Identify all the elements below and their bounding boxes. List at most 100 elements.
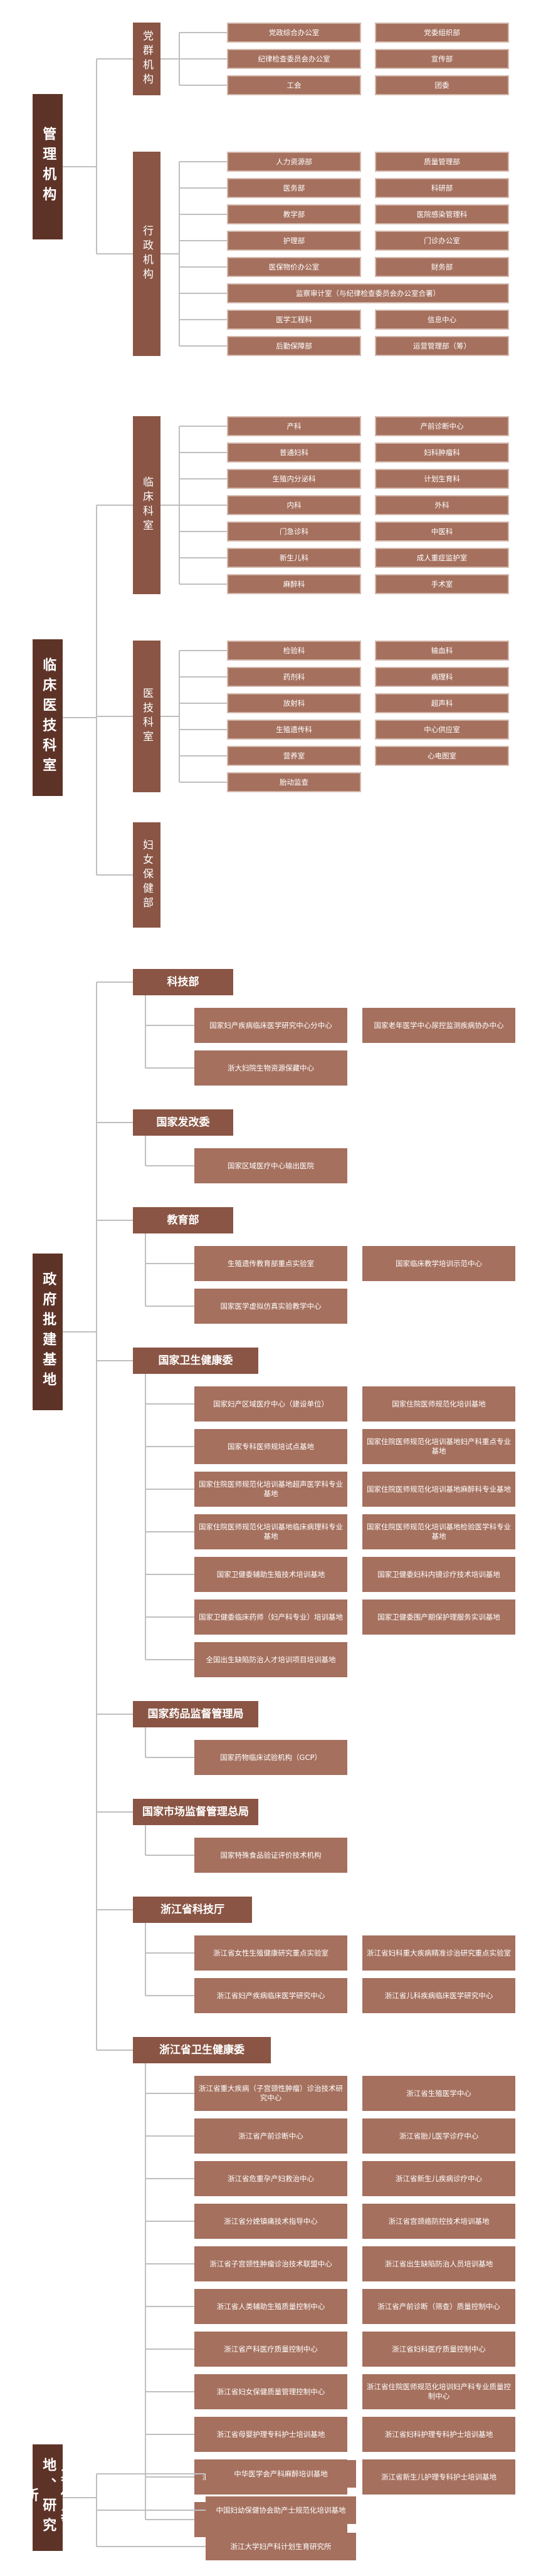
node-box[interactable]: 医院感染管理科	[375, 204, 509, 224]
gov-base-box[interactable]: 浙江省儿科疾病临床医学研究中心	[362, 1978, 515, 2013]
node-box[interactable]: 生殖遗传科	[227, 720, 361, 740]
node-box[interactable]: 产科	[227, 416, 361, 436]
gov-base-box[interactable]: 浙江省新生儿护理专科护士培训基地	[362, 2459, 515, 2495]
node-box[interactable]: 团委	[375, 75, 509, 95]
other-base-box[interactable]: 中华医学会产科麻醉培训基地	[206, 2460, 356, 2488]
node-box[interactable]: 门急诊科	[227, 521, 361, 542]
gov-base-box[interactable]: 全国出生缺陷防治人才培训项目培训基地	[194, 1642, 347, 1677]
gov-base-box[interactable]: 国家住院医师规范化培训基地超声医学科专业基地	[194, 1472, 347, 1507]
gov-base-box[interactable]: 国家住院医师规范化培训基地麻醉科专业基地	[362, 1472, 515, 1507]
node-box[interactable]: 输血科	[375, 641, 509, 661]
gov-base-box[interactable]: 国家临床教学培训示范中心	[362, 1246, 515, 1281]
gov-base-box[interactable]: 浙江省妇科医疗质量控制中心	[362, 2332, 515, 2367]
node-box[interactable]: 新生儿科	[227, 548, 361, 568]
node-box[interactable]: 超声科	[375, 693, 509, 713]
node-box[interactable]: 门诊办公室	[375, 231, 509, 251]
gov-base-box[interactable]: 浙江省产前诊断（筛查）质量控制中心	[362, 2289, 515, 2324]
node-box[interactable]: 手术室	[375, 574, 509, 594]
node-box[interactable]: 后勤保障部	[227, 336, 361, 356]
gov-base-box[interactable]: 浙江省重大疾病（子宫颈性肿瘤）诊治技术研究中心	[194, 2076, 347, 2111]
gov-base-box[interactable]: 浙江省女性生殖健康研究重点实验室	[194, 1935, 347, 1971]
gov-base-box[interactable]: 浙大妇院生物资源保藏中心	[194, 1050, 347, 1086]
node-box[interactable]: 药剂科	[227, 667, 361, 687]
gov-base-box[interactable]: 浙江省住院医师规范化培训妇产科专业质量控制中心	[362, 2374, 515, 2409]
node-box[interactable]: 教学部	[227, 204, 361, 224]
node-box[interactable]: 检验科	[227, 641, 361, 661]
node-box[interactable]: 护理部	[227, 231, 361, 251]
gov-base-box[interactable]: 生殖遗传教育部重点实验室	[194, 1246, 347, 1281]
node-box[interactable]: 工会	[227, 75, 361, 95]
node-box[interactable]: 营养室	[227, 746, 361, 766]
gov-base-box[interactable]: 国家住院医师规范化培训基地检验医学科专业基地	[362, 1514, 515, 1549]
other-base-box[interactable]: 浙江大学妇产科计划生育研究所	[206, 2533, 356, 2560]
gov-base-box[interactable]: 国家住院医师规范化培训基地	[362, 1386, 515, 1422]
node-box[interactable]: 产前诊断中心	[375, 416, 509, 436]
node-box[interactable]: 内科	[227, 495, 361, 515]
node-box[interactable]: 监察审计室（与纪律检查委员会办公室合署）	[227, 283, 509, 303]
other-base-box[interactable]: 中国妇幼保健协会助产士规范化培训基地	[206, 2496, 356, 2524]
gov-base-box[interactable]: 浙江省妇科重大疾病精准诊治研究重点实验室	[362, 1935, 515, 1971]
gov-base-box[interactable]: 浙江省分娩镇痛技术指导中心	[194, 2204, 347, 2239]
connector-line	[179, 478, 227, 479]
node-box[interactable]: 计划生育科	[375, 469, 509, 489]
node-box[interactable]: 质量管理部	[375, 152, 509, 172]
gov-base-box[interactable]: 浙江省妇产疾病临床医学研究中心	[194, 1978, 347, 2013]
node-box[interactable]: 中医科	[375, 521, 509, 542]
gov-base-box[interactable]: 国家老年医学中心尿控监测疾病协办中心	[362, 1008, 515, 1043]
gov-base-box[interactable]: 国家卫健委妇科内镜诊疗技术培训基地	[362, 1557, 515, 1592]
gov-base-box[interactable]: 浙江省子宫颈性肿瘤诊治技术联盟中心	[194, 2246, 347, 2281]
gov-base-box[interactable]: 浙江省新生儿疾病诊疗中心	[362, 2161, 515, 2196]
gov-base-box[interactable]: 浙江省产前诊断中心	[194, 2118, 347, 2154]
node-box[interactable]: 成人重症监护室	[375, 548, 509, 568]
node-box[interactable]: 妇科肿瘤科	[375, 442, 509, 463]
gov-base-box[interactable]: 浙江省母婴护理专科护士培训基地	[194, 2417, 347, 2452]
connector-line	[145, 1531, 194, 1532]
node-box[interactable]: 生殖内分泌科	[227, 469, 361, 489]
node-box[interactable]: 麻醉科	[227, 574, 361, 594]
gov-base-box[interactable]: 浙江省生殖医学中心	[362, 2076, 515, 2111]
node-box[interactable]: 纪律检查委员会办公室	[227, 49, 361, 69]
gov-base-box[interactable]: 浙江省危重孕产妇救治中心	[194, 2161, 347, 2196]
party-category: 党群机构	[133, 23, 160, 95]
gov-base-box[interactable]: 国家专科医师规培试点基地	[194, 1429, 347, 1464]
node-box[interactable]: 党委组织部	[375, 23, 509, 43]
node-box[interactable]: 中心供应室	[375, 720, 509, 740]
gov-base-box[interactable]: 国家药物临床试验机构（GCP）	[194, 1740, 347, 1775]
node-box[interactable]: 宣传部	[375, 49, 509, 69]
node-box[interactable]: 人力资源部	[227, 152, 361, 172]
node-box[interactable]: 财务部	[375, 257, 509, 277]
gov-base-box[interactable]: 国家住院医师规范化培训基地妇产科重点专业基地	[362, 1429, 515, 1464]
gov-base-box[interactable]: 浙江省产科医疗质量控制中心	[194, 2332, 347, 2367]
gov-base-box[interactable]: 浙江省人类辅助生殖质量控制中心	[194, 2289, 347, 2324]
node-box[interactable]: 外科	[375, 495, 509, 515]
node-box[interactable]: 信息中心	[375, 310, 509, 330]
node-box[interactable]: 医务部	[227, 178, 361, 198]
gov-base-box[interactable]: 浙江省宫颈癌防控技术培训基地	[362, 2204, 515, 2239]
connector-line	[96, 59, 97, 254]
node-box[interactable]: 医学工程科	[227, 310, 361, 330]
gov-base-box[interactable]: 国家住院医师规范化培训基地临床病理科专业基地	[194, 1514, 347, 1549]
node-box[interactable]: 医保物价办公室	[227, 257, 361, 277]
gov-base-box[interactable]: 国家妇产区域医疗中心（建设单位）	[194, 1386, 347, 1422]
gov-base-box[interactable]: 浙江省胎儿医学诊疗中心	[362, 2118, 515, 2154]
gov-base-box[interactable]: 浙江省妇女保健质量管理控制中心	[194, 2374, 347, 2409]
gov-base-box[interactable]: 浙江省出生缺陷防治人员培训基地	[362, 2246, 515, 2281]
node-box[interactable]: 放射科	[227, 693, 361, 713]
node-box[interactable]: 普通妇科	[227, 442, 361, 463]
node-box[interactable]: 心电图室	[375, 746, 509, 766]
gov-base-box[interactable]: 国家特殊食品验证评价技术机构	[194, 1838, 347, 1873]
gov-base-box[interactable]: 国家医学虚拟仿真实验教学中心	[194, 1289, 347, 1324]
connector-line	[97, 2473, 206, 2474]
node-box[interactable]: 病理科	[375, 667, 509, 687]
gov-base-box[interactable]: 国家卫健委临床药师（妇产科专业）培训基地	[194, 1600, 347, 1635]
gov-base-box[interactable]: 国家妇产疾病临床医学研究中心分中心	[194, 1008, 347, 1043]
gov-base-box[interactable]: 国家卫健委围产期保护理服务实训基地	[362, 1600, 515, 1635]
node-box[interactable]: 运营管理部（筹）	[375, 336, 509, 356]
connector-line	[179, 755, 227, 757]
node-box[interactable]: 胎动监查	[227, 772, 361, 792]
gov-base-box[interactable]: 国家区域医疗中心输出医院	[194, 1148, 347, 1183]
node-box[interactable]: 科研部	[375, 178, 509, 198]
node-box[interactable]: 党政综合办公室	[227, 23, 361, 43]
gov-base-box[interactable]: 国家卫健委辅助生殖技术培训基地	[194, 1557, 347, 1592]
gov-base-box[interactable]: 浙江省妇科护理专科护士培训基地	[362, 2417, 515, 2452]
